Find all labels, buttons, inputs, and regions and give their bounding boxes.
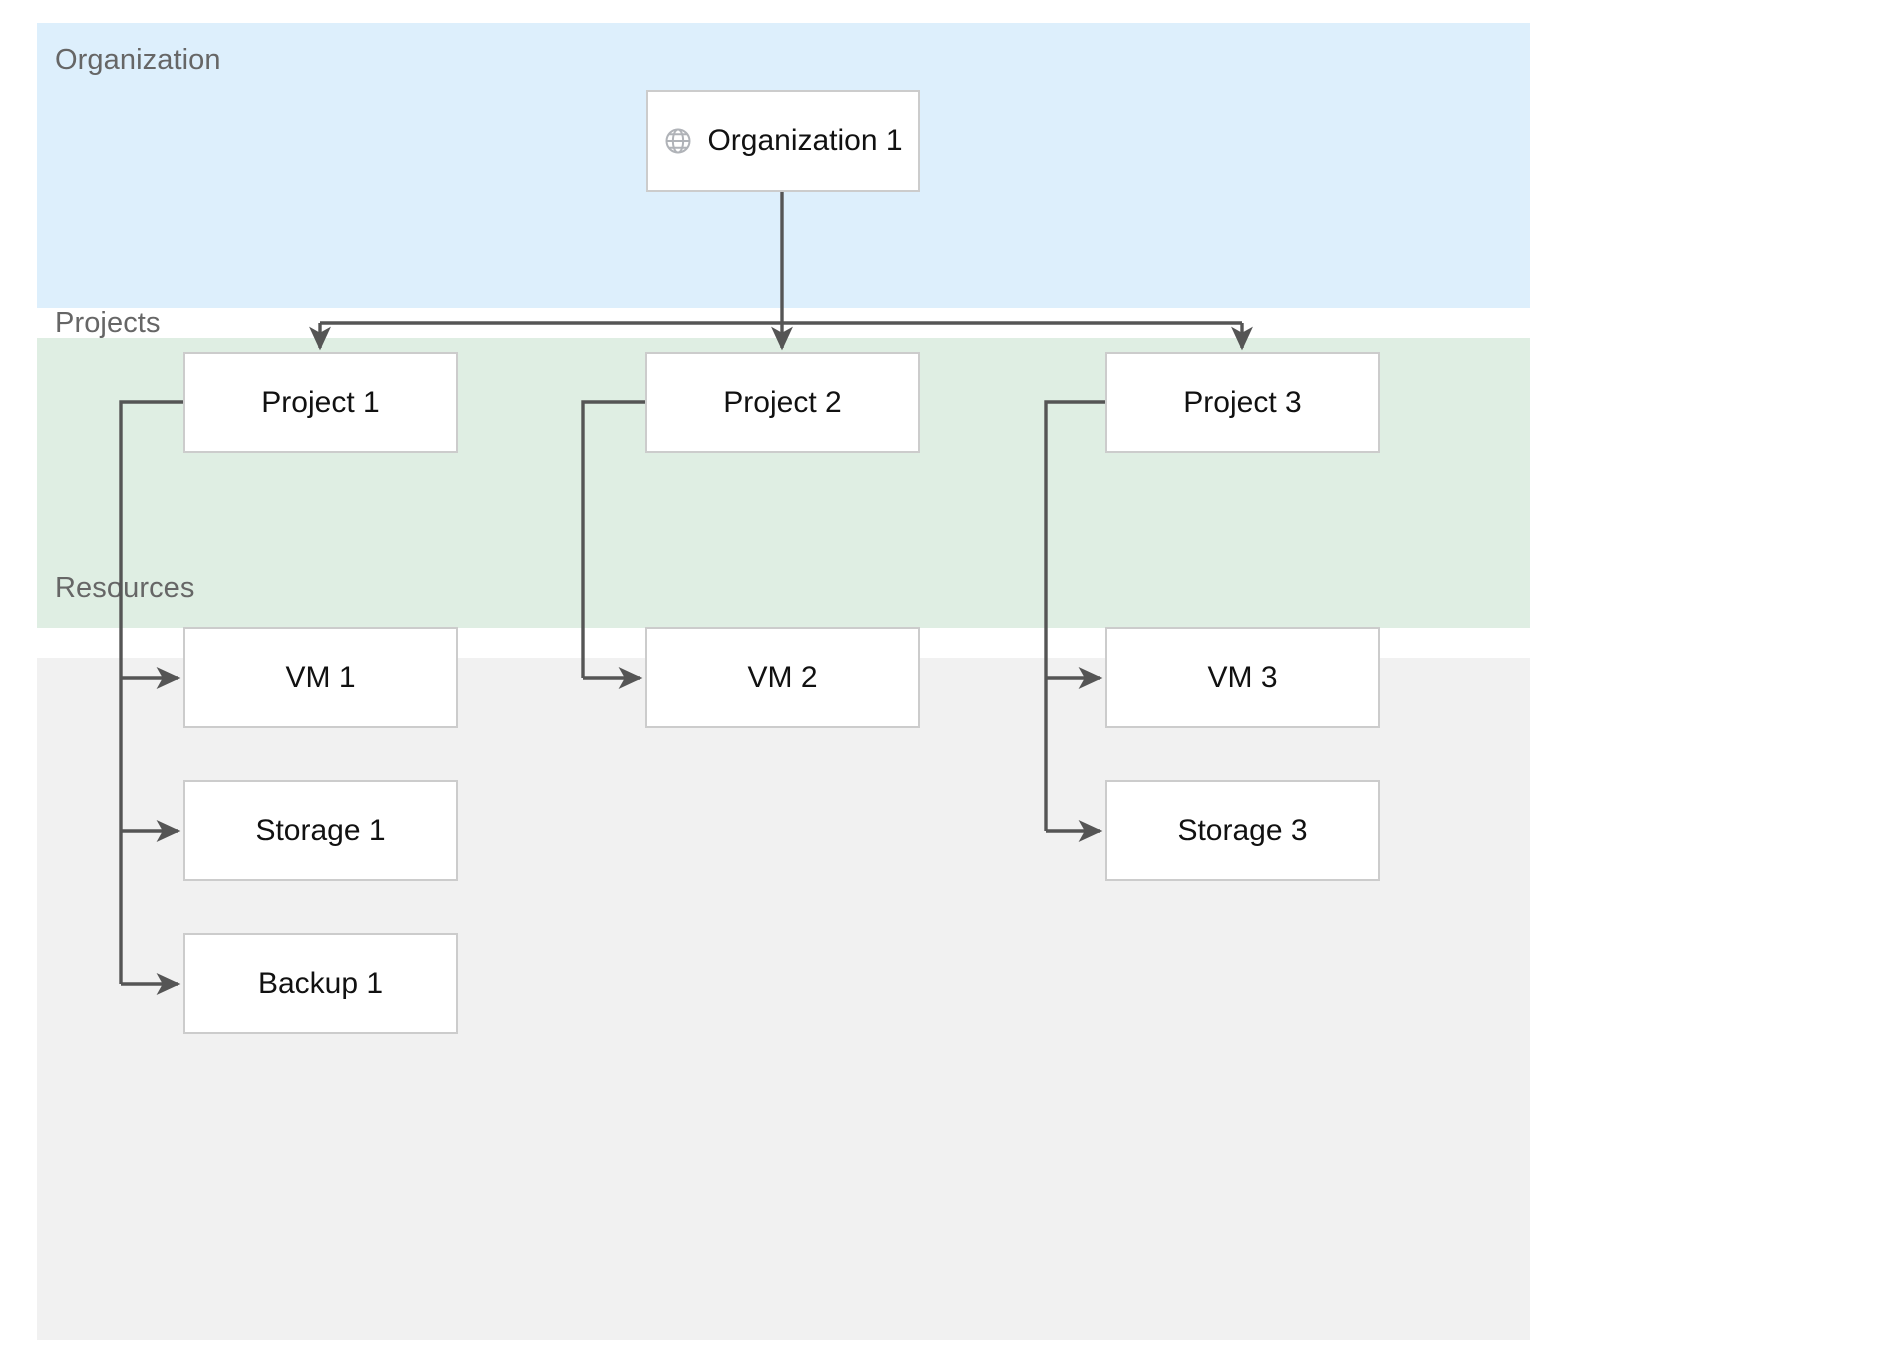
node-label: Backup 1 bbox=[257, 966, 384, 1000]
globe-icon bbox=[663, 126, 693, 156]
node-project-2[interactable]: Project 2 bbox=[645, 352, 920, 453]
band-label-resources: Resources bbox=[55, 572, 195, 604]
node-label: Project 2 bbox=[723, 385, 842, 419]
node-label: Project 3 bbox=[1183, 385, 1302, 419]
node-label: VM 1 bbox=[285, 660, 356, 694]
node-storage-3[interactable]: Storage 3 bbox=[1105, 780, 1380, 881]
node-project-3[interactable]: Project 3 bbox=[1105, 352, 1380, 453]
node-vm-2[interactable]: VM 2 bbox=[645, 627, 920, 728]
node-label: Organization 1 bbox=[707, 124, 903, 157]
node-label: Storage 1 bbox=[255, 813, 386, 847]
node-vm-1[interactable]: VM 1 bbox=[183, 627, 458, 728]
node-project-1[interactable]: Project 1 bbox=[183, 352, 458, 453]
band-label-projects: Projects bbox=[55, 307, 161, 339]
node-vm-3[interactable]: VM 3 bbox=[1105, 627, 1380, 728]
node-organization-1[interactable]: Organization 1 bbox=[646, 90, 920, 192]
node-label: VM 3 bbox=[1207, 660, 1278, 694]
node-backup-1[interactable]: Backup 1 bbox=[183, 933, 458, 1034]
node-label: Project 1 bbox=[261, 385, 380, 419]
band-label-organization: Organization bbox=[55, 44, 221, 76]
node-label: VM 2 bbox=[747, 660, 818, 694]
node-label: Storage 3 bbox=[1177, 813, 1308, 847]
node-storage-1[interactable]: Storage 1 bbox=[183, 780, 458, 881]
